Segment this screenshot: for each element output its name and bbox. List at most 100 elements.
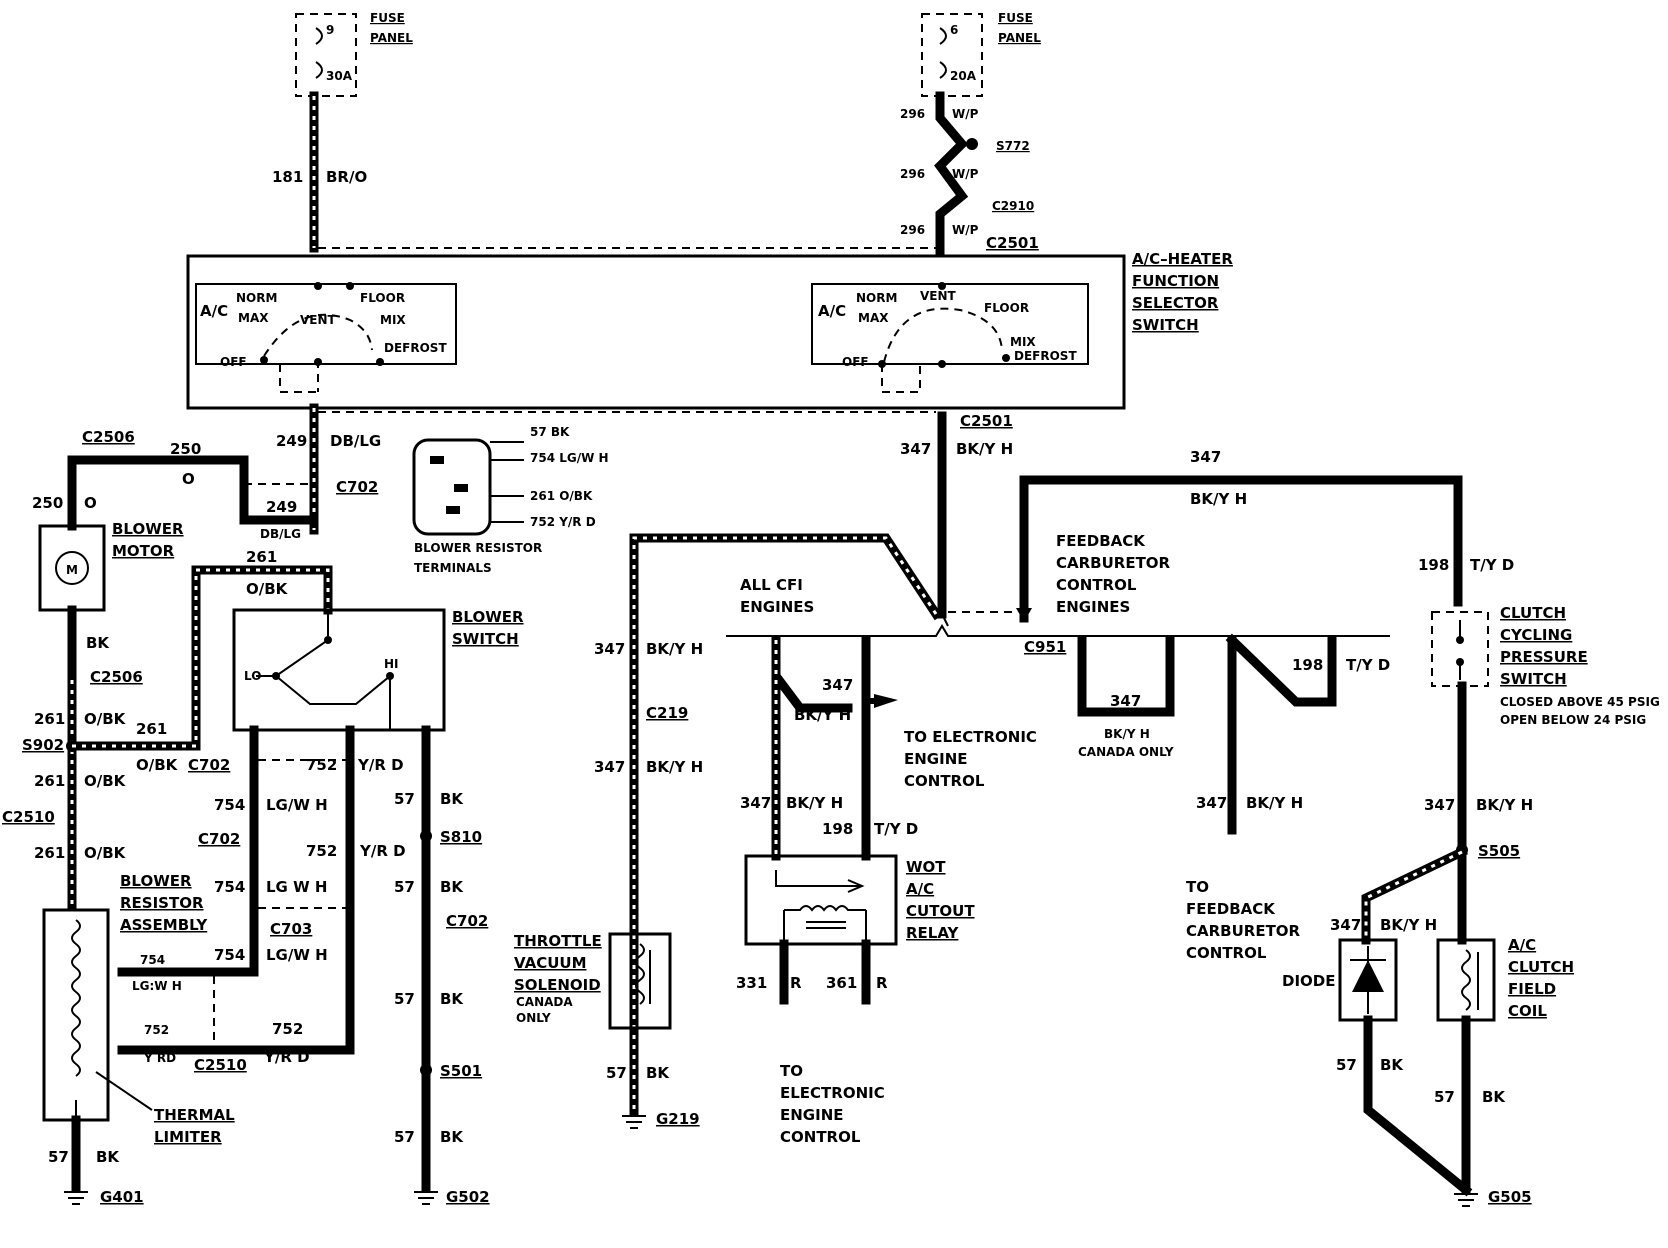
wire-347-canada-num: 347 (1110, 692, 1141, 710)
wire-57f-num: 57 (606, 1064, 627, 1082)
wire-250-num: 250 (170, 440, 201, 458)
ccs-note-1: CLOSED ABOVE 45 PSIG (1500, 695, 1660, 709)
wire-198-c951-num: 198 (1292, 656, 1323, 674)
wire-261-top-num: 261 (246, 548, 277, 566)
bus-cfi-1: ALL CFI (740, 576, 803, 594)
wire-57d-color: BK (440, 990, 464, 1008)
wire-347-diode-color: BK/Y H (1380, 916, 1437, 934)
fs-left-max: MAX (238, 311, 269, 325)
wire-296-num-c: 296 (900, 223, 925, 237)
ccs-label-4: SWITCH (1500, 670, 1567, 688)
wire-347-fbc-color: BK/Y H (1246, 794, 1303, 812)
wire-347-fb-color: BK/Y H (1190, 490, 1247, 508)
wire-57b-num: 57 (394, 790, 415, 808)
to-eec-lower-4: CONTROL (780, 1128, 861, 1146)
ground-g502-symbol (414, 1191, 438, 1205)
blower-switch-hi: HI (384, 657, 399, 671)
to-fbc-3: CARBURETOR (1186, 922, 1301, 940)
blower-switch-lo: LO (244, 669, 261, 683)
ccs-label-1: CLUTCH (1500, 604, 1566, 622)
tvs-note-1: CANADA (516, 995, 573, 1009)
to-fbc-4: CONTROL (1186, 944, 1267, 962)
tvs-label-3: SOLENOID (514, 976, 601, 994)
thermal-limiter-label-1: THERMAL (154, 1106, 235, 1124)
blower-switch: LO HI BLOWER SWITCH (232, 608, 524, 732)
ground-g401-symbol (64, 1191, 88, 1205)
wire-754c-color: LG/W H (266, 946, 328, 964)
fs-right-mix: MIX (1010, 335, 1036, 349)
wire-261d-color: O/BK (136, 756, 179, 774)
rt-entry-2: 754 LG/W H (530, 451, 609, 465)
wire-198-clutch-num: 198 (1418, 556, 1449, 574)
splice-s902: S902 (22, 736, 64, 754)
wire-754c-num: 754 (214, 946, 245, 964)
wire-754b-num: 754 (214, 878, 245, 896)
ground-g401: G401 (100, 1188, 144, 1206)
coil-label-1: A/C (1508, 936, 1536, 954)
wire-57b-color: BK (440, 790, 464, 808)
rt-caption-1: BLOWER RESISTOR (414, 541, 542, 555)
bus-line (726, 624, 1390, 637)
fs-right-defrost: DEFROST (1014, 349, 1077, 363)
wire-296-color-c: W/P (952, 223, 979, 237)
fs-right-floor: FLOOR (984, 301, 1029, 315)
connector-c703: C703 (270, 920, 312, 938)
coil-label-2: CLUTCH (1508, 958, 1574, 976)
fs-right-vent: VENT (920, 289, 957, 303)
splice-s810: S810 (440, 828, 482, 846)
wire-250b-color: O (84, 494, 97, 512)
fuse-right-rating: 20A (950, 69, 977, 83)
wire-752a-color: Y/R D (357, 756, 404, 774)
ground-g219: G219 (656, 1110, 700, 1128)
rt-entry-4: 752 Y/R D (530, 515, 596, 529)
wire-261c-num: 261 (34, 844, 65, 862)
tvs-label-1: THROTTLE (514, 932, 602, 950)
wire-250b-num: 250 (32, 494, 63, 512)
fs-left-mix: MIX (380, 313, 406, 327)
to-eec-upper-1: TO ELECTRONIC (904, 728, 1037, 746)
blower-motor-symbol: M (66, 563, 78, 577)
connector-c702-blower: C702 (188, 756, 230, 774)
function-selector-switch: A/C NORM MAX VENT FLOOR MIX DEFROST OFF … (186, 250, 1233, 410)
fs-right-off: OFF (842, 355, 869, 369)
wire-198-c951 (1225, 633, 1337, 707)
splice-s772: S772 (996, 139, 1030, 153)
diode-label: DIODE (1282, 972, 1335, 990)
connector-c702-57: C702 (446, 912, 488, 930)
wire-347-eec-color: BK/Y H (794, 706, 851, 724)
fs-title-4: SWITCH (1132, 316, 1199, 334)
wire-347-c219a-color: BK/Y H (646, 640, 703, 658)
wire-754b-color: LG W H (266, 878, 327, 896)
bus-fbc-2: CARBURETOR (1056, 554, 1171, 572)
splice-s772-dot (966, 138, 978, 150)
to-eec-lower-1: TO (780, 1062, 803, 1080)
fs-left-ac: A/C (200, 302, 228, 320)
fuse-right-label-2: PANEL (998, 31, 1041, 45)
to-eec-lower-2: ELECTRONIC (780, 1084, 885, 1102)
wire-347-s505-color: BK/Y H (1476, 796, 1533, 814)
connector-c2510-bottom: C2510 (194, 1056, 247, 1074)
diode: DIODE (1282, 938, 1398, 1022)
blower-motor: M BLOWER MOTOR (38, 520, 184, 612)
blower-switch-label-1: BLOWER (452, 608, 524, 626)
wire-347-relay-num: 347 (740, 794, 771, 812)
wire-261b-color: O/BK (84, 772, 127, 790)
bus-cfi-2: ENGINES (740, 598, 814, 616)
fuse-left-label-2: PANEL (370, 31, 413, 45)
splice-s505: S505 (1478, 842, 1520, 860)
wire-347-c219 (629, 533, 943, 1117)
wire-752d-num: 752 (272, 1020, 303, 1038)
wire-57a-num: 57 (48, 1148, 69, 1166)
tvs-note-2: ONLY (516, 1011, 551, 1025)
wire-57d-num: 57 (394, 990, 415, 1008)
fuse-left: 9 30A FUSE PANEL (295, 11, 413, 97)
connector-c702-754: C702 (198, 830, 240, 848)
fs-right-ac: A/C (818, 302, 846, 320)
connector-c2510-left: C2510 (2, 808, 55, 826)
wire-752b-color: Y/R D (359, 842, 406, 860)
wire-754a-color: LG/W H (266, 796, 328, 814)
wire-331-color: R (790, 974, 802, 992)
wire-57a-color: BK (96, 1148, 120, 1166)
wire-347-diode-num: 347 (1330, 916, 1361, 934)
wire-261a-color: O/BK (84, 710, 127, 728)
